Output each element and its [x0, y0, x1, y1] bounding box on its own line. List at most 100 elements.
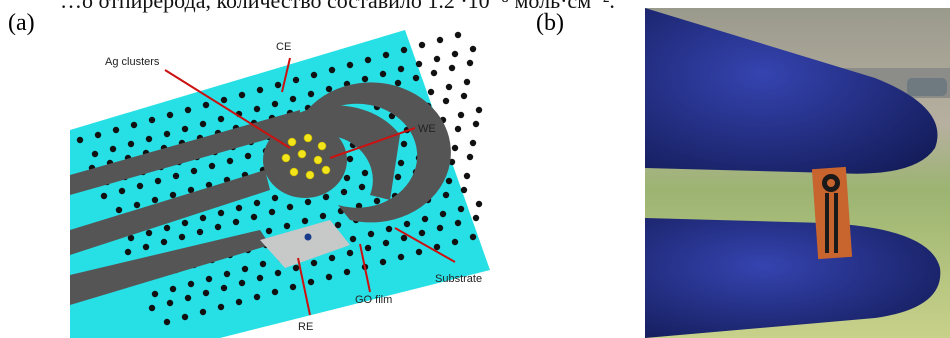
go-film-dot: [151, 196, 159, 204]
go-film-dot: [415, 60, 423, 68]
go-film-dot: [259, 260, 267, 268]
go-film-dot: [115, 206, 123, 214]
go-film-dot: [127, 234, 135, 242]
go-film-dot: [451, 238, 459, 246]
go-film-dot: [430, 69, 438, 77]
go-film-dot: [202, 289, 210, 297]
go-film-dot: [367, 230, 375, 238]
go-film-dot: [253, 199, 261, 207]
go-film-dot: [301, 217, 309, 225]
go-film-dot: [451, 144, 459, 152]
go-film-dot: [133, 201, 141, 209]
go-film-dot: [439, 210, 447, 218]
go-film-dot: [169, 285, 177, 293]
go-film-dot: [334, 221, 342, 229]
go-film-dot: [433, 243, 441, 251]
go-film-dot: [256, 274, 264, 282]
go-film-dot: [214, 223, 222, 231]
go-film-dot: [160, 238, 168, 246]
go-film-dot: [208, 162, 216, 170]
go-film-dot: [253, 293, 261, 301]
go-film-dot: [250, 213, 258, 221]
go-film-dot: [394, 79, 402, 87]
go-film-dot: [148, 116, 156, 124]
go-film-dot: [418, 41, 426, 49]
go-film-dot: [472, 214, 480, 222]
go-film-dot: [286, 203, 294, 211]
go-film-dot: [166, 111, 174, 119]
go-film-dot: [325, 85, 333, 93]
go-film-dot: [145, 229, 153, 237]
go-film-dot: [124, 248, 132, 256]
go-film-dot: [196, 228, 204, 236]
go-film-dot: [217, 303, 225, 311]
go-film-dot: [181, 313, 189, 321]
go-film-dot: [382, 239, 390, 247]
counter-electrode-arc: [300, 82, 451, 223]
sensor-photo: [645, 8, 950, 338]
go-film-dot: [325, 273, 333, 281]
go-film-dot: [292, 264, 300, 272]
photo-car: [907, 78, 947, 96]
electrode-tracks: [70, 82, 451, 305]
go-film-dot: [397, 253, 405, 261]
go-film-dot: [415, 248, 423, 256]
page-header-text: …о отпирерода, количество составило 1.2 …: [60, 0, 615, 13]
go-film-dot: [244, 152, 252, 160]
go-film-dot: [184, 294, 192, 302]
go-film-dot: [307, 90, 315, 98]
go-film-dot: [412, 74, 420, 82]
go-film-dot: [94, 131, 102, 139]
go-film-dot: [241, 265, 249, 273]
sensor-strip: [811, 166, 853, 260]
go-film-dot: [361, 169, 369, 177]
go-film-dot: [226, 157, 234, 165]
go-film-dot: [454, 125, 462, 133]
go-film-dot: [271, 288, 279, 296]
go-film-dot: [349, 235, 357, 243]
go-film-dot: [457, 111, 465, 119]
go-film-dot: [304, 198, 312, 206]
go-film-dot: [181, 125, 189, 133]
go-film-dot: [76, 136, 84, 144]
ce-label: CE: [276, 41, 291, 53]
substrate-label: Substrate: [435, 273, 482, 285]
go-film-dot: [442, 97, 450, 105]
go-film-dot: [271, 100, 279, 108]
go-film-dot: [166, 299, 174, 307]
callout-leaders: [164, 57, 456, 316]
go-film-dot: [421, 215, 429, 223]
working-electrode: [263, 122, 347, 198]
go-film-dot: [466, 59, 474, 67]
go-film-dot: [448, 64, 456, 72]
go-film-dot: [142, 243, 150, 251]
go-film-dot: [232, 218, 240, 226]
go-film-dot: [343, 268, 351, 276]
go-film-dot: [358, 183, 366, 191]
go-film-dot: [202, 101, 210, 109]
go-film-dot: [217, 115, 225, 123]
go-film-dot: [328, 254, 336, 262]
reference-electrode: [260, 220, 350, 268]
go-film-dot: [238, 91, 246, 99]
go-film-dot: [283, 222, 291, 230]
go-film-dot: [400, 234, 408, 242]
go-film-dot: [91, 150, 99, 158]
go-film-dot: [457, 205, 465, 213]
glove-lower-finger: [645, 218, 941, 338]
go-film-dot: [310, 71, 318, 79]
go-film-dot: [253, 105, 261, 113]
go-film-dot: [256, 86, 264, 94]
go-film-dot: [442, 191, 450, 199]
go-film-dot: [346, 155, 354, 163]
go-film-dot: [328, 66, 336, 74]
go-film-dot: [205, 275, 213, 283]
go-film-dot: [148, 304, 156, 312]
go-film-dot: [469, 45, 477, 53]
go-film-dot: [199, 120, 207, 128]
go-film-dot: [379, 258, 387, 266]
glove-upper-finger: [645, 8, 938, 174]
go-film-dot: [394, 173, 402, 181]
re-dot: [304, 233, 312, 241]
go-film-dot: [445, 83, 453, 91]
